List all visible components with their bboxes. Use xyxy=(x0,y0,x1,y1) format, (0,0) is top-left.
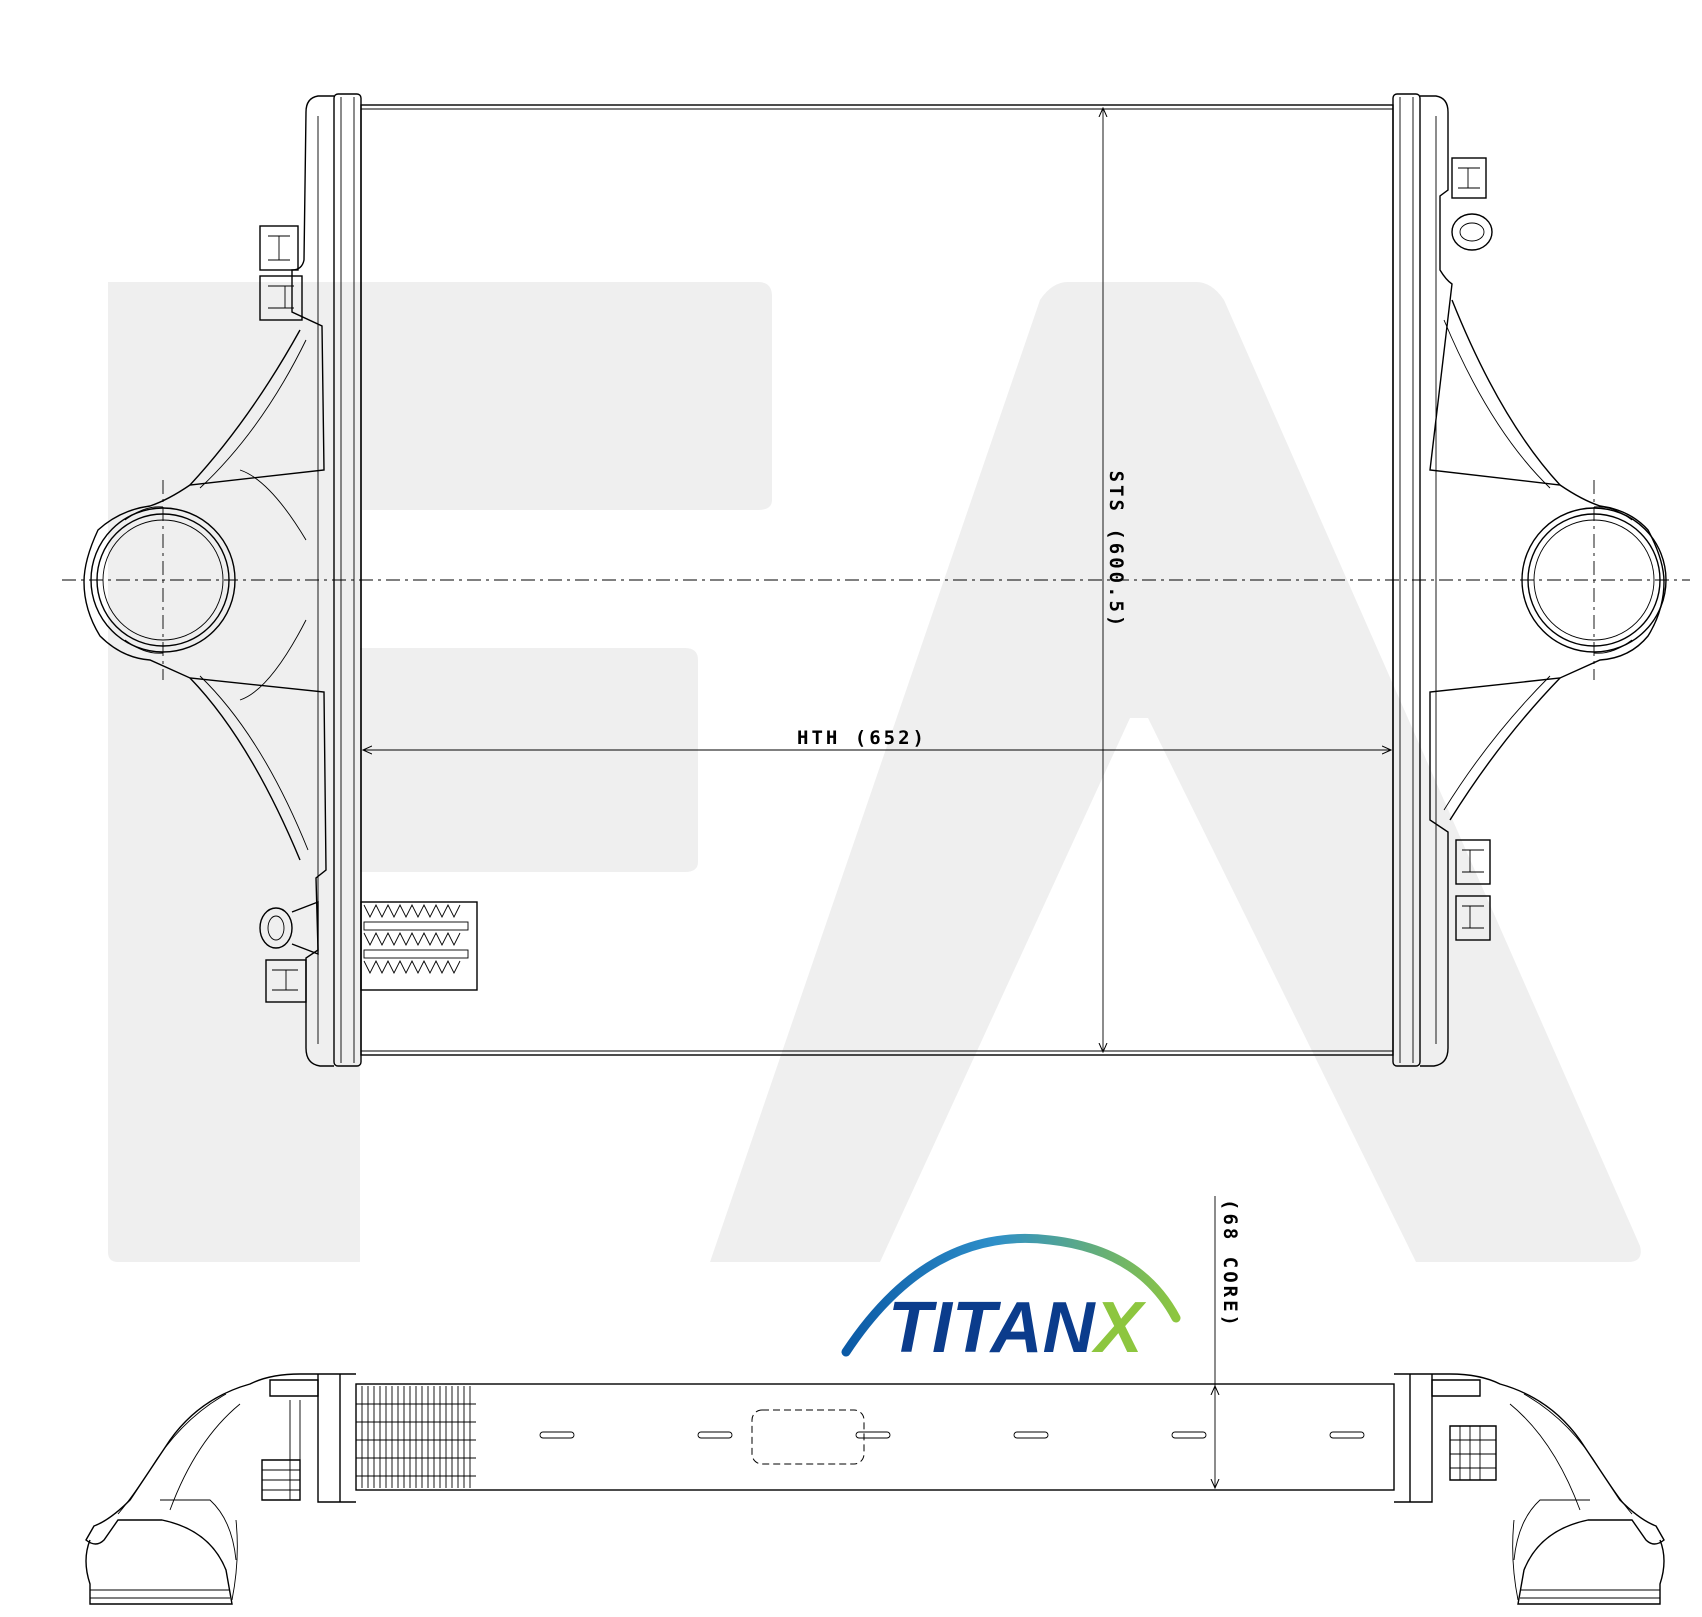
watermark-letter-f xyxy=(108,282,772,1262)
svg-text:TITANX: TITANX xyxy=(888,1288,1147,1368)
logo-arc xyxy=(841,1233,1181,1357)
watermark-letter-a xyxy=(710,282,1641,1262)
top-right-tank xyxy=(1394,1373,1665,1605)
watermark-fa xyxy=(108,282,1641,1262)
right-bracket-bottom xyxy=(1455,839,1491,941)
top-fin-pattern xyxy=(356,1386,476,1488)
width-dimension-label: HTH (652) xyxy=(797,727,927,749)
fin-detail xyxy=(360,901,478,991)
top-left-tank xyxy=(85,1373,356,1605)
tube-slots xyxy=(539,1409,1365,1465)
height-dimension-label: STS (600.5) xyxy=(1105,471,1127,630)
left-bracket-bottom xyxy=(259,900,319,1003)
front-view: HTH (652) STS (600.5) xyxy=(62,93,1690,1067)
top-view: (68 CORE) xyxy=(85,1196,1665,1605)
logo-text-main: TITAN xyxy=(888,1288,1097,1368)
titanx-logo: TITANX xyxy=(841,1233,1181,1368)
core-depth-label: (68 CORE) xyxy=(1219,1199,1241,1329)
right-bracket-top xyxy=(1451,157,1493,251)
left-bracket-top xyxy=(259,225,303,321)
logo-text-accent: X xyxy=(1091,1288,1147,1368)
top-core xyxy=(355,1383,1395,1491)
